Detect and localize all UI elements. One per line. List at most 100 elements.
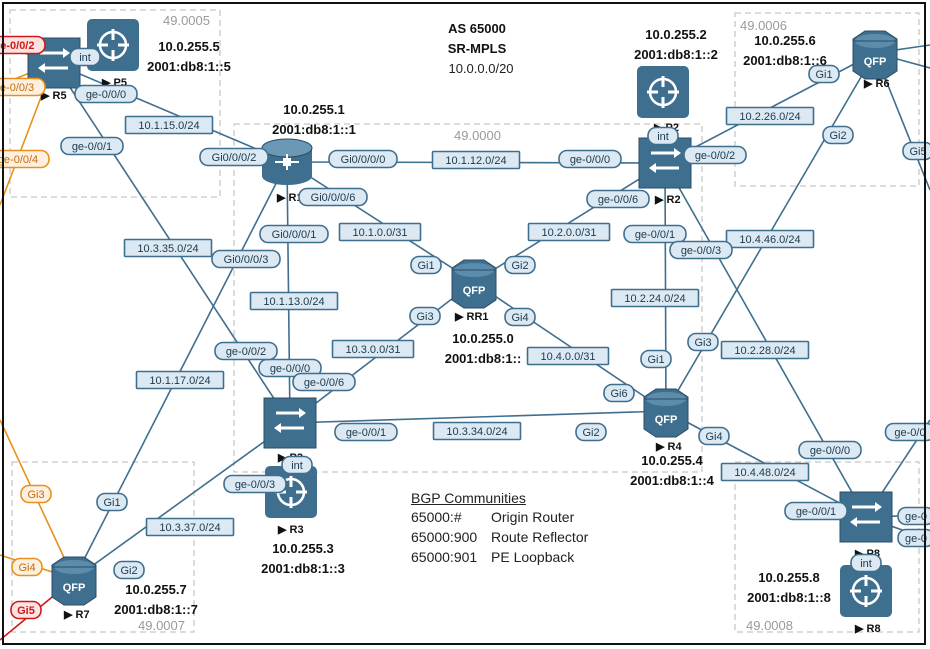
edge-label: Gi3	[20, 484, 52, 504]
if-label-box	[527, 222, 611, 242]
edge-label: Gi5	[10, 600, 42, 620]
interface-label: ge-0/0/3	[223, 474, 287, 494]
interface-labels: ▶ R1▶ R2▶ R3▶ R4▶ R5▶ R6▶ R7▶ R8▶ RR1▶ P…	[0, 35, 930, 635]
interface-label: Gi1	[640, 349, 672, 369]
if-label-text: 10.3.37.0/24	[159, 522, 220, 534]
interface-label: Gi2	[575, 422, 607, 442]
if-label-box	[504, 307, 536, 327]
switch-icon	[839, 491, 893, 543]
if-label-text: ge-0/0/1	[635, 229, 675, 241]
if-label-box	[223, 474, 287, 494]
if-label-box	[69, 47, 101, 67]
if-label-text: 10.4.48.0/24	[734, 467, 795, 479]
if-label-text: Gi1	[815, 69, 832, 81]
if-label-text: ge-0/0/3	[235, 479, 275, 491]
if-label-box	[640, 349, 672, 369]
qfp-icon: QFP	[51, 556, 97, 606]
if-label-text: Gi3	[416, 311, 433, 323]
qfp-text: QFP	[63, 582, 86, 594]
if-label-text: ge-0/0/2	[695, 150, 735, 162]
if-label-box	[647, 126, 679, 146]
interface-label: ge-0/0/1	[784, 501, 848, 521]
if-label-text: ge-0/0/2	[226, 346, 266, 358]
if-label-box	[211, 249, 281, 269]
r7-name: ▶ R7	[63, 609, 90, 621]
if-label-text: 10.1.12.0/24	[445, 155, 506, 167]
edge-label: ge-0/0/2	[0, 35, 46, 55]
if-label-box	[798, 440, 862, 460]
if-label-text: ge-0	[905, 511, 927, 523]
if-label-text: ge-0/0/0	[810, 445, 850, 457]
subnet-label: 10.3.35.0/24	[123, 238, 213, 258]
if-label-text: Gi4	[705, 431, 722, 443]
if-label-text: 10.3.0.0/31	[345, 344, 400, 356]
area-box	[734, 12, 920, 187]
qfp-text: QFP	[463, 285, 486, 297]
area-box	[11, 461, 195, 633]
interface-label: ge-0/0/1	[334, 422, 398, 442]
if-label-text: Gi0/0/0/2	[212, 152, 257, 164]
qfp-icon: QFP	[852, 30, 898, 80]
if-label-text: Gi3	[27, 489, 44, 501]
if-label-box	[96, 492, 128, 512]
edge-label: ge-0/0/4	[0, 149, 50, 169]
int-tag: int	[647, 126, 679, 146]
switch-arrow-head	[674, 148, 681, 158]
if-label-text: ge-0/0/6	[304, 377, 344, 389]
router-body	[840, 565, 892, 617]
if-label-text: 10.1.13.0/24	[263, 296, 324, 308]
if-label-box	[884, 422, 930, 442]
int-tag: int	[281, 455, 313, 475]
interface-label: Gi3	[687, 332, 719, 352]
if-label-text: ge-0	[905, 533, 927, 545]
int-tag: int	[850, 553, 882, 573]
interface-label: Gi6	[603, 383, 635, 403]
interface-label: Gi3	[409, 306, 441, 326]
subnet-label: 10.2.28.0/24	[720, 340, 810, 360]
interface-label: ge-0/0/0	[74, 84, 138, 104]
if-label-text: ge-0/0/0	[86, 89, 126, 101]
interface-label: Gi1	[96, 492, 128, 512]
switch-arrow-head	[38, 63, 45, 73]
if-label-box	[0, 149, 50, 169]
if-label-box	[409, 306, 441, 326]
interface-label: Gi0/0/0/0	[328, 149, 398, 169]
if-label-text: ge-0/0/6	[598, 194, 638, 206]
interface-label: Gi2	[822, 125, 854, 145]
cyl-bottom	[262, 167, 312, 185]
if-label-box	[822, 125, 854, 145]
if-label-text: Gi5	[909, 146, 926, 158]
if-label-text: 10.2.24.0/24	[624, 293, 685, 305]
if-label-box	[720, 340, 810, 360]
interface-label: ge-0/0/1	[623, 224, 687, 244]
if-label-box	[610, 288, 700, 308]
switch-arrow-head	[850, 517, 857, 527]
r1-name: ▶ R1	[276, 192, 303, 204]
subnet-label: 10.4.48.0/24	[720, 462, 810, 482]
if-label-box	[258, 358, 322, 378]
switch-arrow-head	[63, 48, 70, 58]
area-box	[9, 9, 221, 198]
r3-name: ▶ R3	[277, 524, 304, 536]
link-r3-r7	[73, 422, 291, 580]
interface-label: Gi2	[504, 255, 536, 275]
if-label-box	[259, 224, 329, 244]
if-label-text: Gi1	[103, 497, 120, 509]
r6-name: ▶ R6	[863, 78, 890, 90]
router-body	[637, 66, 689, 118]
if-label-text: ge-0/0/1	[796, 506, 836, 518]
if-label-box	[603, 383, 635, 403]
if-label-box	[249, 291, 339, 311]
link-r2-rr1	[473, 162, 666, 283]
if-label-box	[124, 115, 214, 135]
switch-arrow-head	[649, 163, 656, 173]
if-label-box	[60, 136, 124, 156]
subnet-label: 10.3.0.0/31	[331, 339, 415, 359]
link-r3-r4	[289, 410, 667, 424]
if-label-text: Gi1	[417, 260, 434, 272]
qfp-text: QFP	[864, 56, 887, 68]
switch-body	[839, 491, 893, 543]
if-label-box	[897, 506, 930, 526]
if-label-text: Gi0/0/0/3	[224, 254, 269, 266]
